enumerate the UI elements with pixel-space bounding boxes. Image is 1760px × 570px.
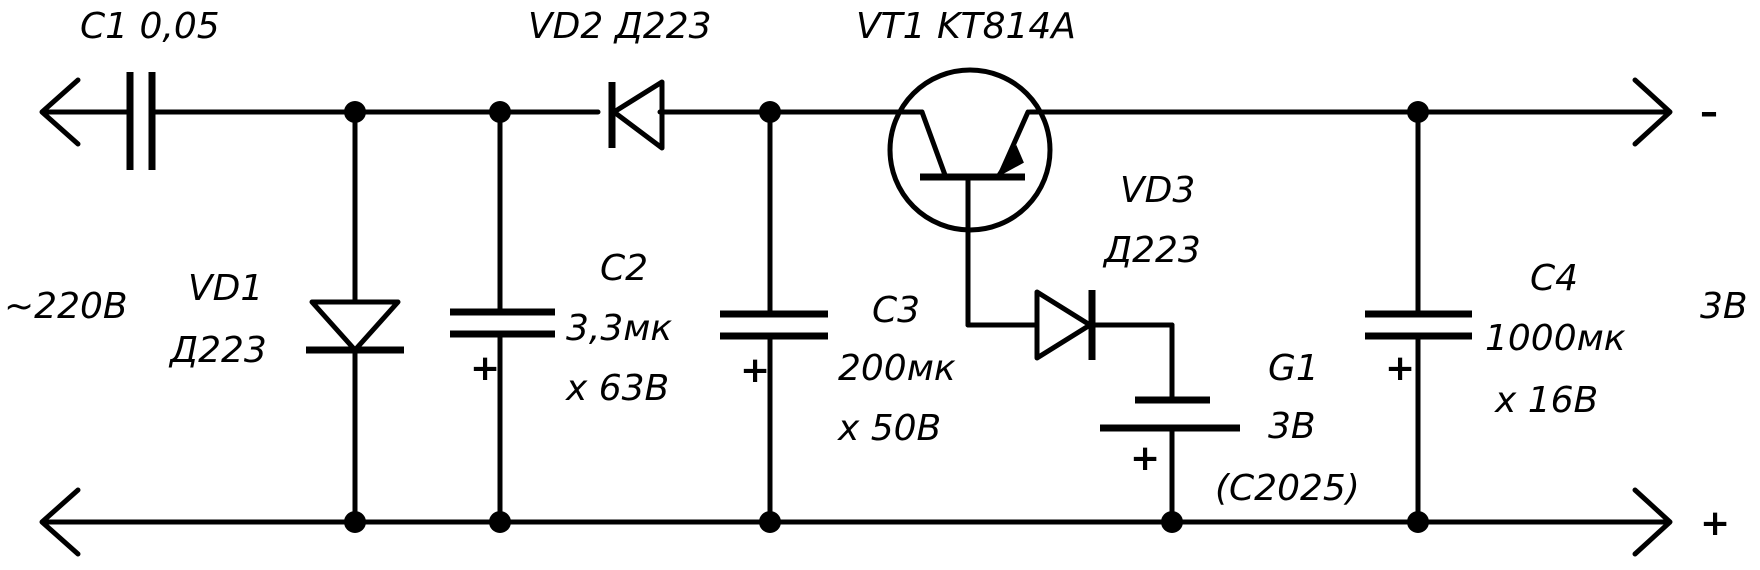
c2-cap-label: 3,3мк [566,308,672,349]
c2-ref-label: C2 [600,248,648,289]
junction-dot [759,101,781,123]
c4-cap-label: 1000мк [1485,318,1626,359]
junction-dot [344,101,366,123]
base-wire [965,227,1038,328]
right-top-arrow-icon [1632,77,1673,147]
bottom-right-plus-terminal: + [1700,503,1730,544]
g1-volt-label: 3В [1268,406,1316,447]
capacitor-c4-symbol [1365,109,1472,525]
c3-ref-label: C3 [872,290,920,331]
diode-vd2-symbol [608,79,665,151]
c4-volt-label: x 16В [1494,380,1598,421]
vd1-type-label: Д223 [168,330,267,371]
c4-plus-mark: + [1385,348,1415,389]
transistor-vt1-symbol [887,67,1053,233]
right-bottom-arrow-icon [1632,487,1673,557]
c2-plus-mark: + [470,348,500,389]
capacitor-c1-symbol [126,72,156,170]
junction-dot [489,511,511,533]
vd1-ref-label: VD1 [188,268,263,309]
c4-ref-label: C4 [1530,258,1578,299]
c1-label: C1 0,05 [80,6,220,47]
junction-dot [489,101,511,123]
vt1-label: VT1 KT814A [856,6,1076,47]
junction-dot [344,511,366,533]
c3-cap-label: 200мк [838,348,956,389]
vd3-ref-label: VD3 [1120,170,1195,211]
g1-ref-label: G1 [1268,348,1319,389]
capacitor-c2-symbol [450,109,555,525]
diode-vd3-symbol [1034,289,1175,401]
junction-dot [759,511,781,533]
battery-g1-symbol [1100,396,1240,525]
capacitor-c3-symbol [720,109,828,525]
g1-type-label: (C2025) [1215,468,1360,509]
c3-plus-mark: + [740,350,770,391]
output-voltage-label: 3В [1700,286,1748,327]
c3-volt-label: x 50В [837,408,941,449]
left-bottom-arrow-icon [39,487,81,557]
g1-plus-mark: + [1130,438,1160,479]
left-top-arrow-icon [39,77,81,147]
junction-dots [344,101,1429,533]
junction-dot [1407,101,1429,123]
input-voltage-label: ~220В [4,286,128,327]
junction-dot [1407,511,1429,533]
vd3-type-label: Д223 [1102,230,1201,271]
junction-dot [1161,511,1183,533]
diode-vd1-symbol [306,109,404,525]
c2-volt-label: x 63В [565,368,669,409]
vd2-label: VD2 Д223 [528,6,712,47]
top-right-minus-terminal: – [1700,92,1718,133]
